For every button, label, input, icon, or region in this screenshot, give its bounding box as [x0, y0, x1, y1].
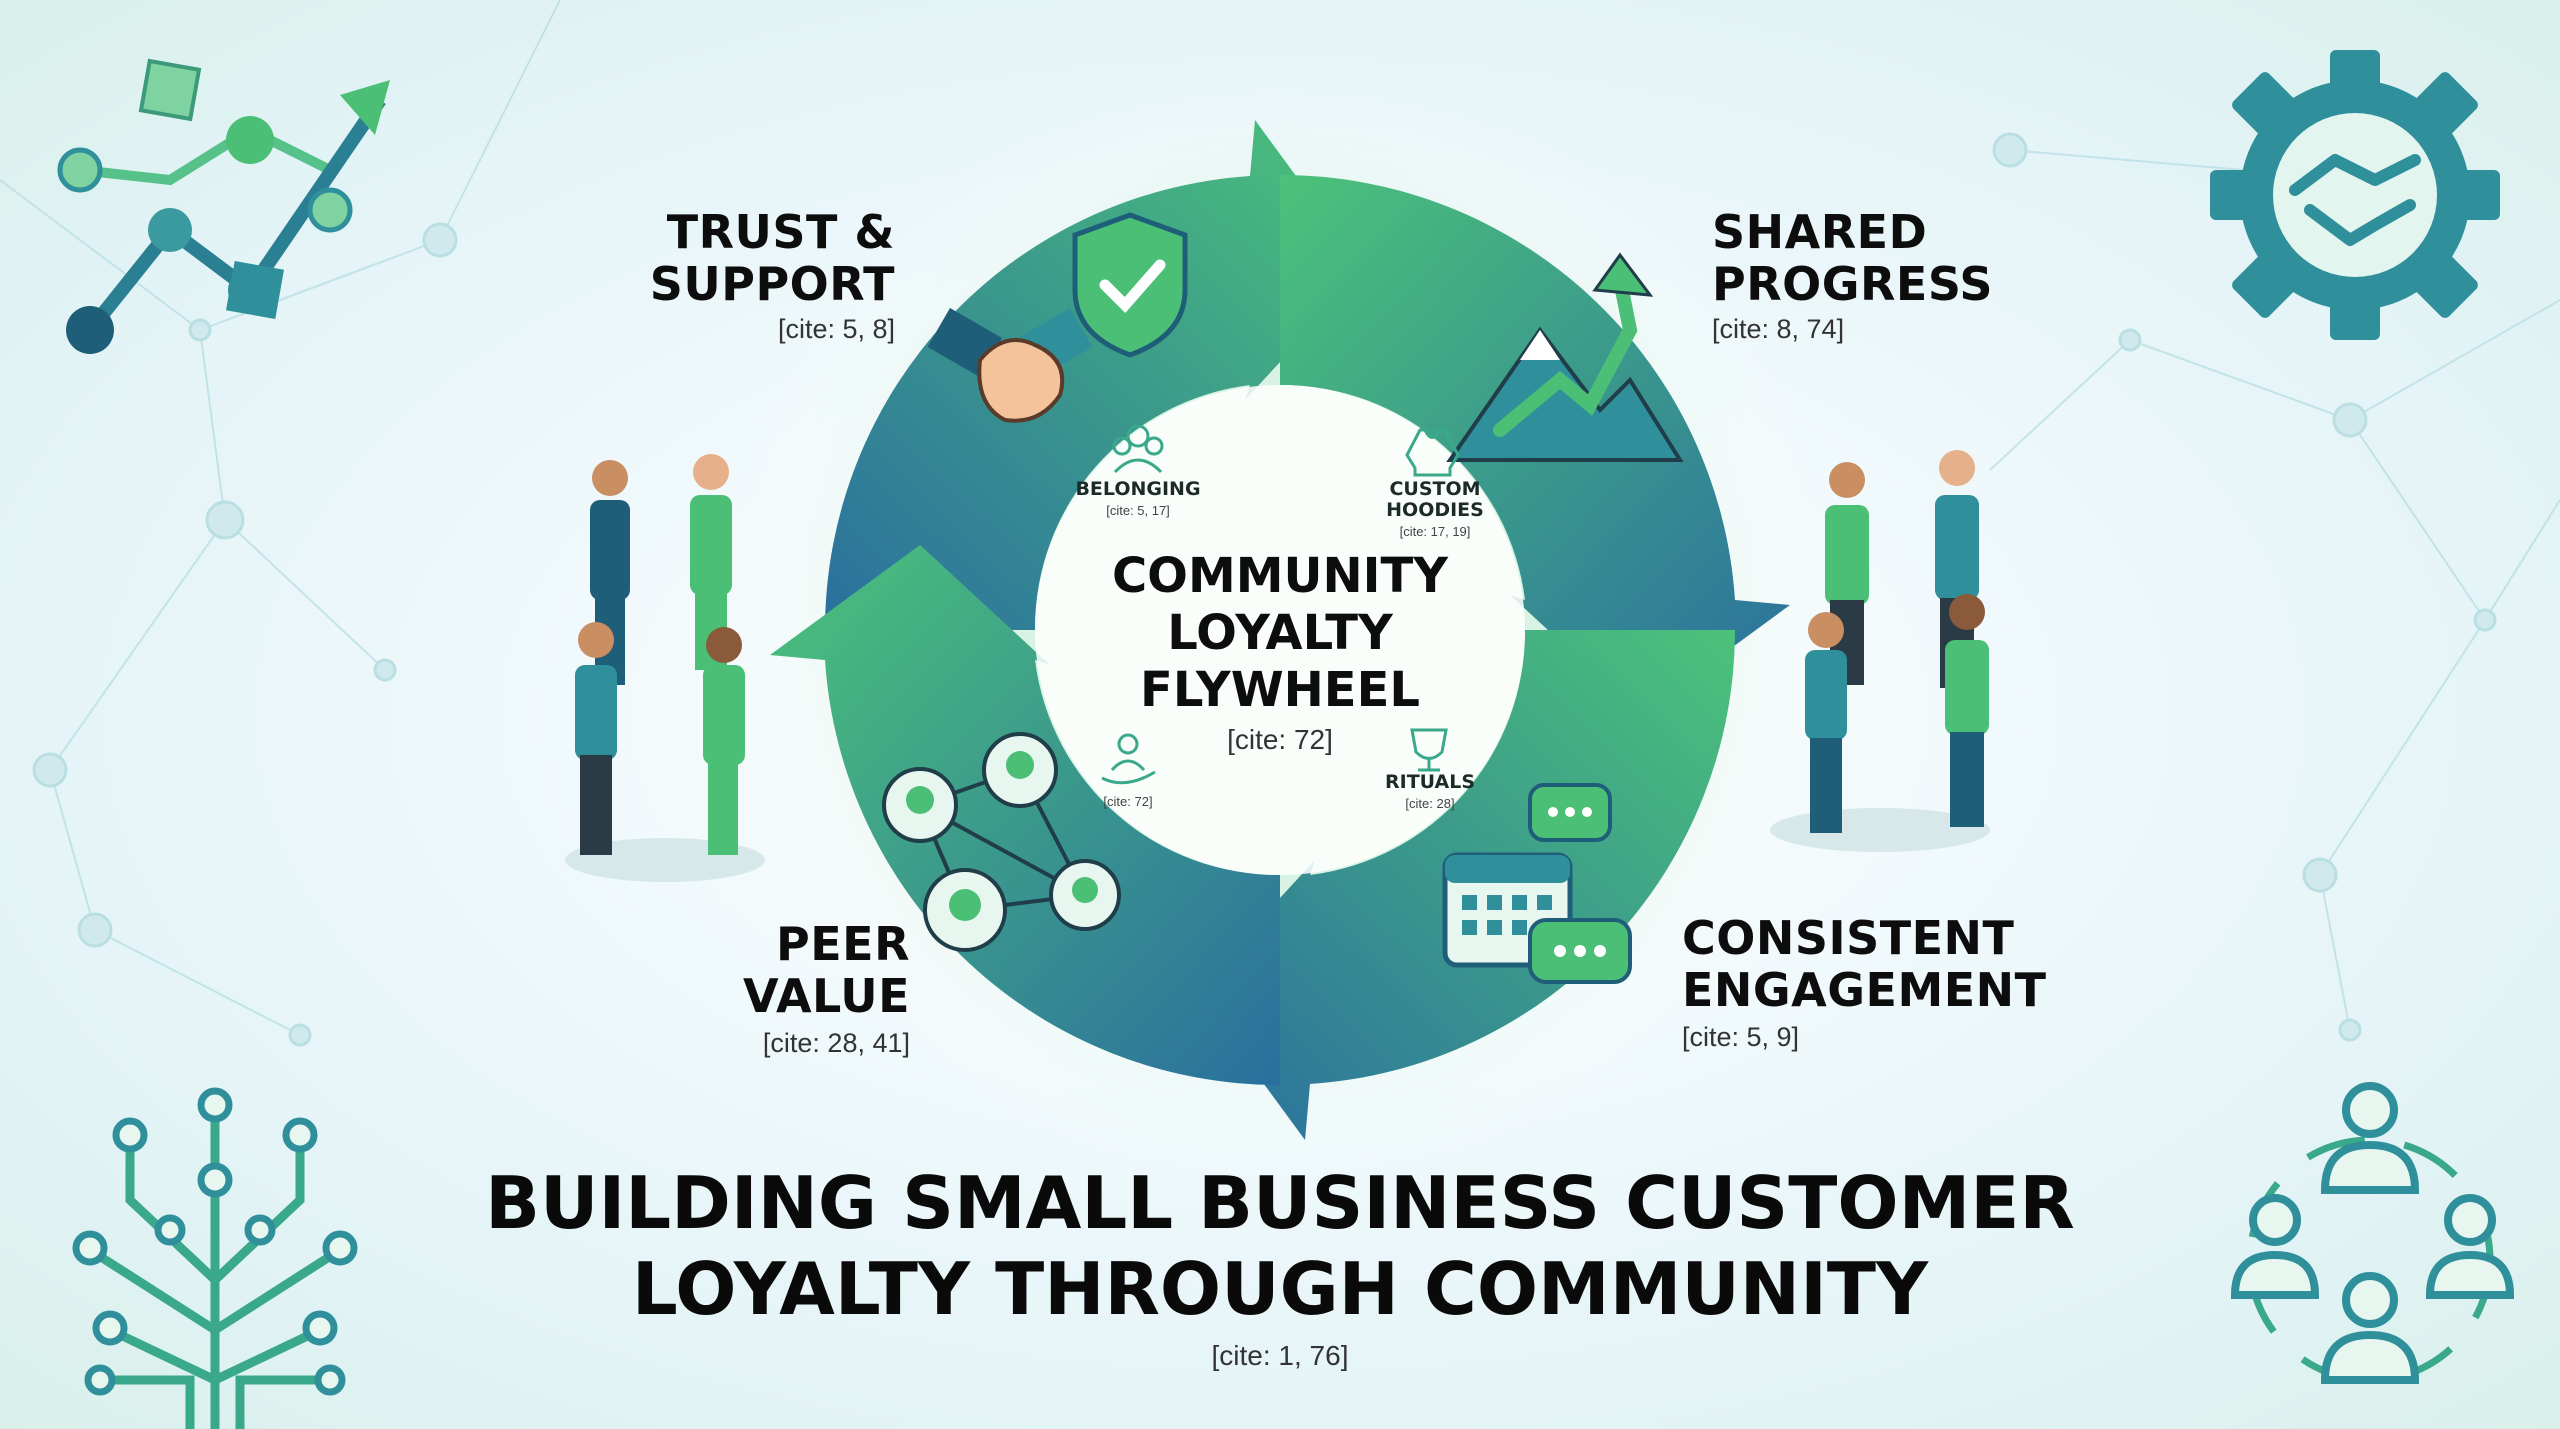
arc-trust: [825, 120, 1365, 630]
group-icon: [1112, 424, 1164, 474]
custom-hoodies-cite: [cite: 17, 19]: [1399, 524, 1471, 539]
belonging-cite: [cite: 5, 17]: [1106, 503, 1170, 518]
peer-value-cite: [cite: 28, 41]: [762, 1028, 910, 1058]
people-network-icon: [882, 732, 1121, 952]
mountain-arrow-icon: [1446, 252, 1684, 462]
trust-support-label: TRUST & SUPPORT: [649, 205, 895, 311]
shield-check-icon: [1072, 212, 1188, 358]
handshake-icon: [927, 307, 1093, 423]
helping-hand-icon: [1101, 733, 1156, 785]
hub-cite: [cite: 72]: [1227, 724, 1333, 755]
circuit-tree-icon: [72, 1087, 358, 1429]
consistent-engagement-cite: [cite: 5, 9]: [1682, 1022, 1800, 1052]
hoodie-icon: [1405, 428, 1460, 477]
gear-handshake-icon: [2210, 50, 2500, 340]
chat-bubble-icon: [1528, 783, 1632, 984]
rituals-cite: [cite: 28]: [1405, 796, 1455, 811]
hub-title: COMMUNITY LOYALTY FLYWHEEL: [1111, 548, 1449, 718]
people-group-left: [565, 454, 765, 882]
page-title: BUILDING SMALL BUSINESS CUSTOMER LOYALTY…: [485, 1161, 2075, 1331]
rituals-label: RITUALS: [1385, 771, 1475, 793]
shared-progress-label: SHARED PROGRESS: [1712, 205, 1994, 311]
arc-peer: [770, 545, 1280, 1086]
belonging-label: BELONGING: [1075, 478, 1201, 500]
shared-progress-cite: [cite: 8, 74]: [1712, 314, 1845, 344]
people-group-right: [1770, 450, 1990, 852]
care-cite: [cite: 72]: [1103, 794, 1153, 809]
people-circle-icon: [2230, 1082, 2515, 1384]
peer-value-label: PEER VALUE: [742, 917, 910, 1023]
custom-hoodies-label: CUSTOM HOODIES: [1386, 478, 1484, 521]
trust-support-cite: [cite: 5, 8]: [777, 314, 895, 344]
growth-chart-icon: [57, 58, 390, 354]
page-title-cite: [cite: 1, 76]: [1211, 1340, 1349, 1371]
trophy-icon: [1410, 728, 1448, 772]
consistent-engagement-label: CONSISTENT ENGAGEMENT: [1682, 911, 2047, 1017]
